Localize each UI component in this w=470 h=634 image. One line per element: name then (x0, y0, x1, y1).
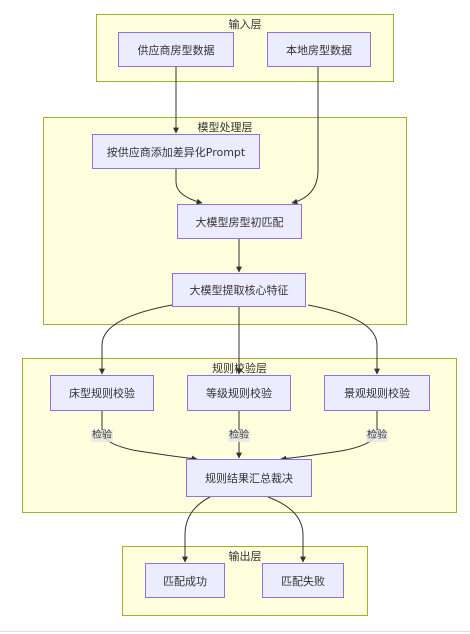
input-layer-title: 输入层 (228, 18, 262, 31)
bottom-divider (0, 631, 470, 632)
edge-label-view: 检验 (366, 430, 388, 442)
node-prompt: 按供应商添加差异化Prompt (92, 134, 260, 169)
node-view-check: 景观规则校验 (324, 375, 430, 411)
edge-label-grade: 检验 (228, 430, 250, 442)
edge-label-bed: 检验 (91, 430, 113, 442)
rules-layer-title: 规则校验层 (212, 362, 267, 375)
node-success: 匹配成功 (145, 563, 225, 598)
node-extract: 大模型提取核心特征 (172, 273, 306, 307)
node-aggregate: 规则结果汇总裁决 (186, 459, 312, 497)
node-local-data: 本地房型数据 (267, 32, 371, 67)
node-fail: 匹配失败 (262, 563, 344, 598)
node-supplier-data: 供应商房型数据 (118, 32, 234, 67)
output-layer-title: 输出层 (228, 550, 262, 563)
node-bed-check: 床型规则校验 (50, 375, 154, 411)
model-layer-title: 模型处理层 (197, 121, 253, 134)
node-initial-match: 大模型房型初匹配 (177, 204, 302, 239)
node-grade-check: 等级规则校验 (187, 375, 291, 411)
